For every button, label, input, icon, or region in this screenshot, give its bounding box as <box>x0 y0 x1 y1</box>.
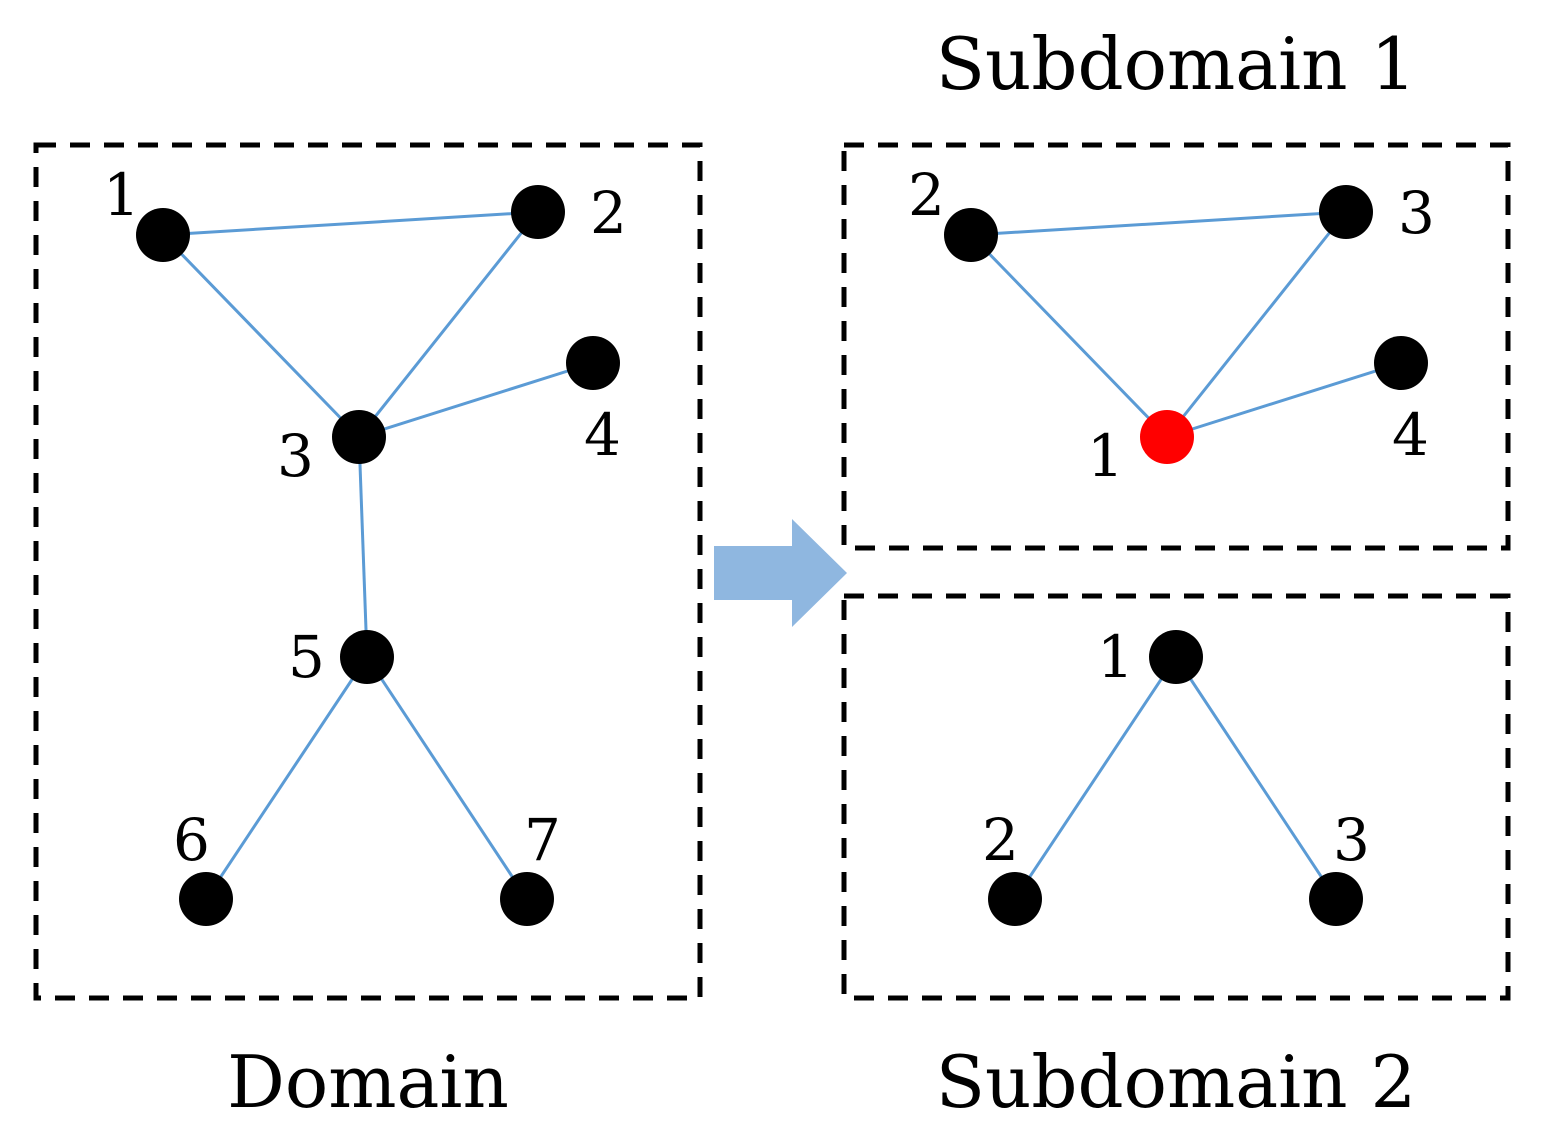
domain-edge-1-3 <box>161 233 361 439</box>
domain-node-label-7: 7 <box>524 806 561 874</box>
domain-edges <box>161 210 594 900</box>
domain-edge-2-3 <box>357 211 540 438</box>
subdomain1-node-labels: 1 2 3 4 <box>908 161 1435 490</box>
domain-node-label-1: 1 <box>103 161 140 229</box>
domain-nodes <box>136 185 620 926</box>
subdomain1-edges <box>969 210 1402 439</box>
domain-node-label-6: 6 <box>173 806 210 874</box>
subdomain1-node-1-highlighted <box>1140 410 1194 464</box>
domain-node-label-4: 4 <box>584 401 621 469</box>
domain-node-2 <box>511 185 565 239</box>
subdomain2-node-1 <box>1149 630 1203 684</box>
subdomain2-border <box>841 593 1511 1001</box>
domain-edge-3-5 <box>357 436 369 658</box>
domain-border <box>33 142 703 1001</box>
domain-edge-5-7 <box>365 656 529 900</box>
subdomain1-nodes <box>944 185 1428 464</box>
domain-edge-5-6 <box>204 656 369 900</box>
subdomain1-node-3 <box>1319 185 1373 239</box>
domain-node-3 <box>332 410 386 464</box>
right-arrow-icon <box>714 519 847 627</box>
subdomain1-node-2 <box>944 208 998 262</box>
subdomain1-node-4 <box>1374 336 1428 390</box>
domain-panel: 1 2 3 4 5 6 7 <box>33 142 703 1001</box>
subdomain2-edge-1-2 <box>1013 656 1178 900</box>
subdomain2-caption: Subdomain 2 <box>936 1040 1417 1124</box>
subdomain2-edges <box>1013 656 1338 900</box>
subdomain2-node-label-1: 1 <box>1097 623 1134 691</box>
subdomain2-node-3 <box>1309 872 1363 926</box>
subdomain2-node-2 <box>988 872 1042 926</box>
domain-node-5 <box>340 630 394 684</box>
domain-node-label-2: 2 <box>590 179 627 247</box>
subdomain1-node-label-2: 2 <box>908 161 945 229</box>
subdomain2-node-label-2: 2 <box>982 806 1019 874</box>
domain-node-6 <box>179 872 233 926</box>
domain-edge-1-2 <box>162 210 539 237</box>
domain-node-label-5: 5 <box>288 623 325 691</box>
subdomain1-caption: Subdomain 1 <box>936 22 1417 106</box>
domain-node-7 <box>500 872 554 926</box>
domain-node-4 <box>566 336 620 390</box>
subdomain1-node-label-3: 3 <box>1398 179 1435 247</box>
subdomain1-edge-3-1 <box>1165 211 1348 438</box>
subdomain1-node-label-4: 4 <box>1392 401 1429 469</box>
domain-node-label-3: 3 <box>277 422 314 490</box>
subdomain1-panel: 1 2 3 4 <box>841 142 1511 551</box>
domain-node-labels: 1 2 3 4 5 6 7 <box>103 161 627 874</box>
domain-edge-3-4 <box>358 361 594 439</box>
subdomain2-node-labels: 1 2 3 <box>982 623 1370 874</box>
domain-caption: Domain <box>227 1040 509 1124</box>
subdomain1-border <box>841 142 1511 551</box>
subdomain1-edge-2-3 <box>970 210 1347 237</box>
subdomain2-edge-1-3 <box>1174 656 1338 900</box>
subdomain1-node-label-1: 1 <box>1087 422 1124 490</box>
domain-node-1 <box>136 208 190 262</box>
subdomain1-edge-2-1 <box>969 233 1169 439</box>
subdomain2-nodes <box>988 630 1363 926</box>
subdomain2-node-label-3: 3 <box>1333 806 1370 874</box>
subdomain2-panel: 1 2 3 <box>841 593 1511 1001</box>
subdomain1-edge-1-4 <box>1166 361 1402 439</box>
